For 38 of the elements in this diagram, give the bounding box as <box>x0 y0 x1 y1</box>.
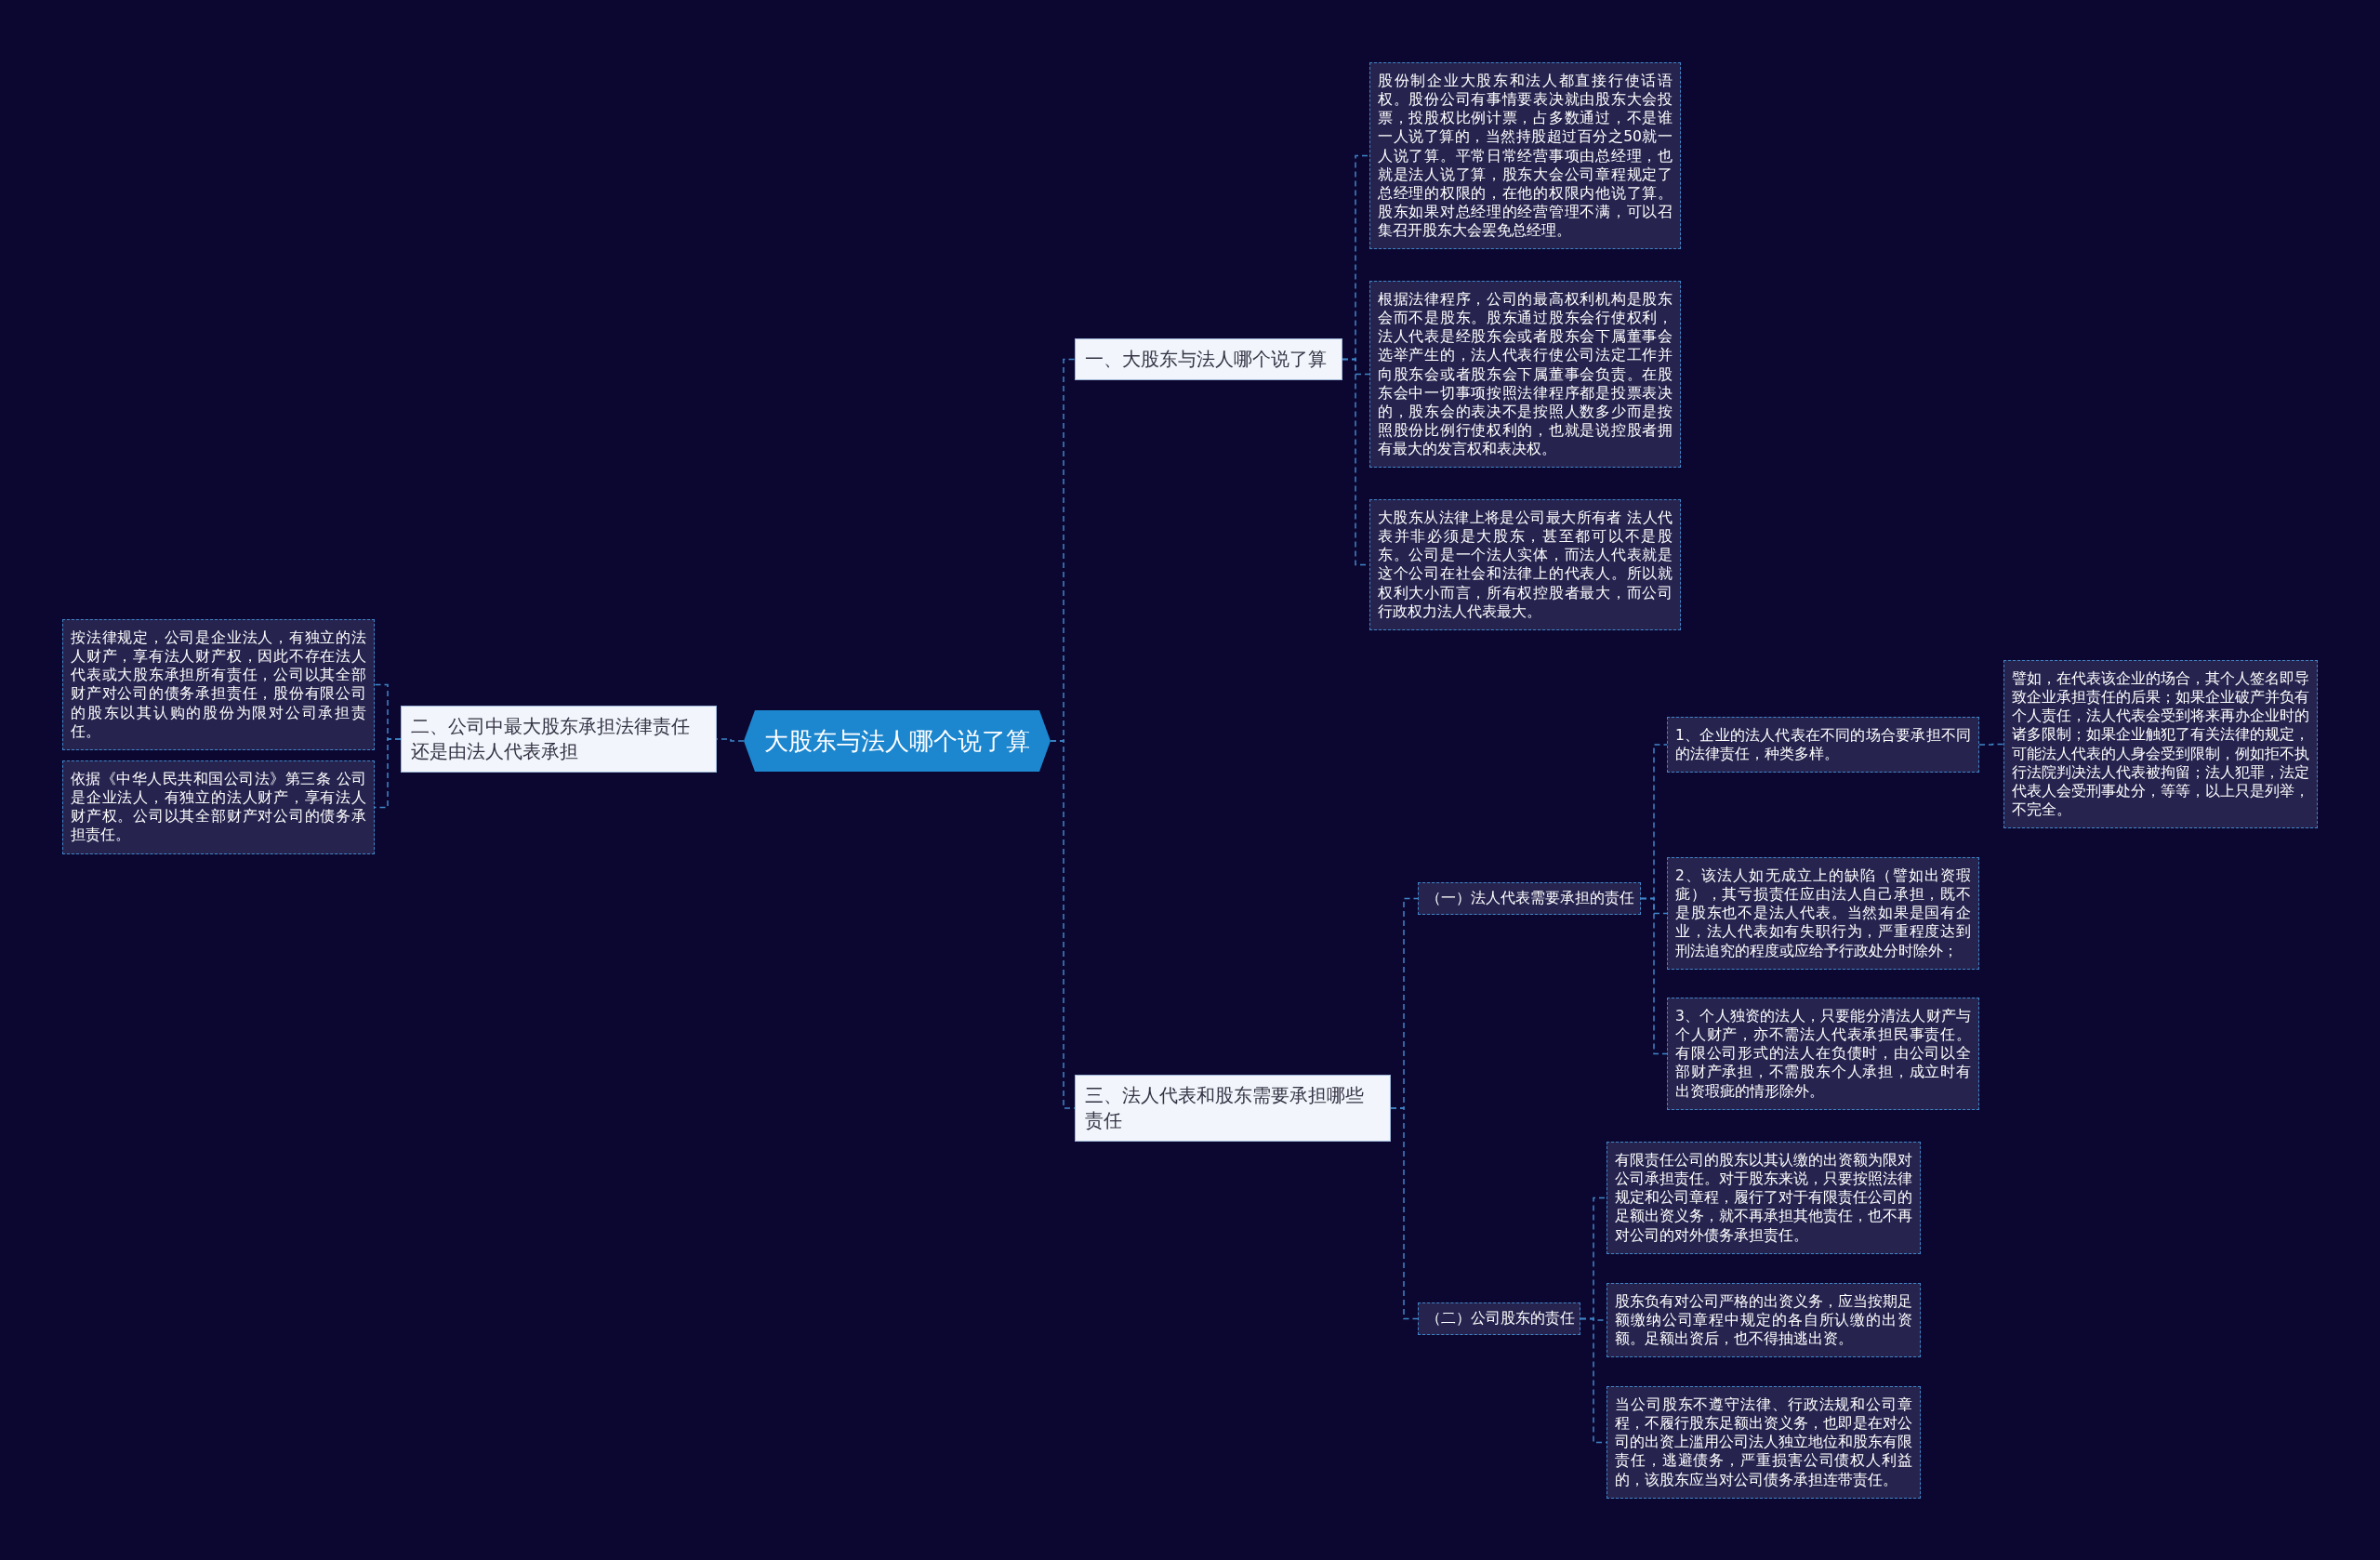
subtopic-box <box>1418 882 1641 915</box>
note-text: 譬如，在代表该企业的场合，其个人签名即导致企业承担责任的后果；如果企业破产并负有个人责任，法人代表会受到将来再办企业时的诸多限制；如果企业触犯了有关法律的规定，可能法人代表的人身会受到限制，例如拒不执行法院判决法人代表被拘留；法人犯罪，法定代表人会受刑事处分，等等，以上只是列举，不完全。 <box>2012 669 2309 820</box>
note-box <box>1369 499 1681 630</box>
topic-box <box>401 706 717 773</box>
note-box <box>1667 998 1979 1110</box>
topic-box <box>1075 1075 1391 1142</box>
note-text: 2、该法人如无成立上的缺陷（譬如出资瑕疵），其亏损责任应由法人自己承担，既不是股东也不是法人代表。当然如果是国有企业，法人代表如有失职行为，严重程度达到刑法追究的程度或应给予行政处分时除外； <box>1675 866 1971 960</box>
connector-line <box>1390 1107 1419 1320</box>
connector-line <box>1640 897 1668 1055</box>
subtopic-text: （一）法人代表需要承担的责任 <box>1426 889 1634 906</box>
note-text: 3、个人独资的法人，只要能分清法人财产与个人财产，亦不需法人代表承担民事责任。有限公司形式的法人在负债时，由公司以全部财产承担，不需股东个人承担，成立时有出资瑕疵的情形除外。 <box>1675 1007 1971 1101</box>
topic-box <box>1075 338 1342 380</box>
note-text: 按法律规定，公司是企业法人，有独立的法人财产，享有法人财产权，因此不存在法人代表或大股东承担所有责任，公司以其全部财产对公司的债务承担责任，股份有限公司的股东以其认购的股份为限对公司承担责任。 <box>71 628 366 741</box>
note-text: 大股东从法律上将是公司最大所有者 法人代表并非必须是大股东，甚至都可以不是股东。公司是一个法人实体，而法人代表就是这个公司在社会和法律上的代表人。所以就权利大小而言，所有权控股者最大，而公司行政权力法人代表最大。 <box>1378 509 1673 621</box>
connector-line <box>1978 743 2004 746</box>
topic-text: 二、公司中最大股东承担法律责任还是由法人代表承担 <box>411 715 690 762</box>
note-box <box>1606 1283 1921 1358</box>
topic-text: 一、大股东与法人哪个说了算 <box>1085 348 1327 370</box>
note-box <box>2003 660 2318 829</box>
note-box <box>1667 857 1979 970</box>
note-text: 股份制企业大股东和法人都直接行使话语权。股份公司有事情要表决就由股东大会投票，投股权比例计票，占多数通过，不是谁一人说了算的，当然持股超过百分之50就一人说了算。平常日常经营事项由总经理，也就是法人说了算，股东大会公司章程规定了总经理的权限的，在他的权限内他说了算。股东如果对总经理的经营管理不满，可以召集召开股东大会罢免总经理。 <box>1378 72 1673 241</box>
note-text: 有限责任公司的股东以其认缴的出资额为限对公司承担责任。对于股东来说，只要按照法律规定和公司章程，履行了对于有限责任公司的足额出资义务，就不再承担其他责任，也不再对公司的对外债务承担责任。 <box>1615 1151 1912 1245</box>
note-text: 依据《中华人民共和国公司法》第三条 公司是企业法人，有独立的法人财产，享有法人财产权。公司以其全部财产对公司的债务承担责任。 <box>71 770 366 845</box>
subtopic-box <box>1418 1302 1580 1335</box>
note-box <box>1667 717 1979 773</box>
central-topic <box>744 710 1051 772</box>
central-topic-text: 大股东与法人哪个说了算 <box>764 725 1030 757</box>
note-text: 股东负有对公司严格的出资义务，应当按期足额缴纳公司章程中规定的各自所认缴的出资额。足额出资后，也不得抽逃出资。 <box>1615 1292 1912 1349</box>
subtopic-text: （二）公司股东的责任 <box>1426 1309 1575 1327</box>
note-box <box>62 760 375 854</box>
note-text: 1、企业的法人代表在不同的场合要承担不同的法律责任，种类多样。 <box>1675 726 1971 764</box>
note-box <box>1606 1142 1921 1254</box>
note-box <box>1606 1386 1921 1499</box>
connector-line <box>374 738 402 809</box>
topic-text: 三、法人代表和股东需要承担哪些责任 <box>1085 1084 1364 1131</box>
note-text: 当公司股东不遵守法律、行政法规和公司章程，不履行股东足额出资义务，也即是在对公司的出资上滥用公司法人独立地位和股东有限责任，逃避债务，严重损害公司债权人利益的，该股东应当对公司债务承担连带责任。 <box>1615 1395 1912 1489</box>
note-text: 根据法律程序，公司的最高权利机构是股东会而不是股东。股东通过股东会行使权利，法人代表是经股东会或者股东会下属董事会选举产生的，法人代表行使公司法定工作并向股东会或者股东会下属董事会负责。在股东会中一切事项按照法律程序都是投票表决的，股东会的表决不是按照人数多少而是按照股份比例行使权利的，也就是说控股者拥有最大的发言权和表决权。 <box>1378 290 1673 459</box>
note-box <box>62 619 375 750</box>
